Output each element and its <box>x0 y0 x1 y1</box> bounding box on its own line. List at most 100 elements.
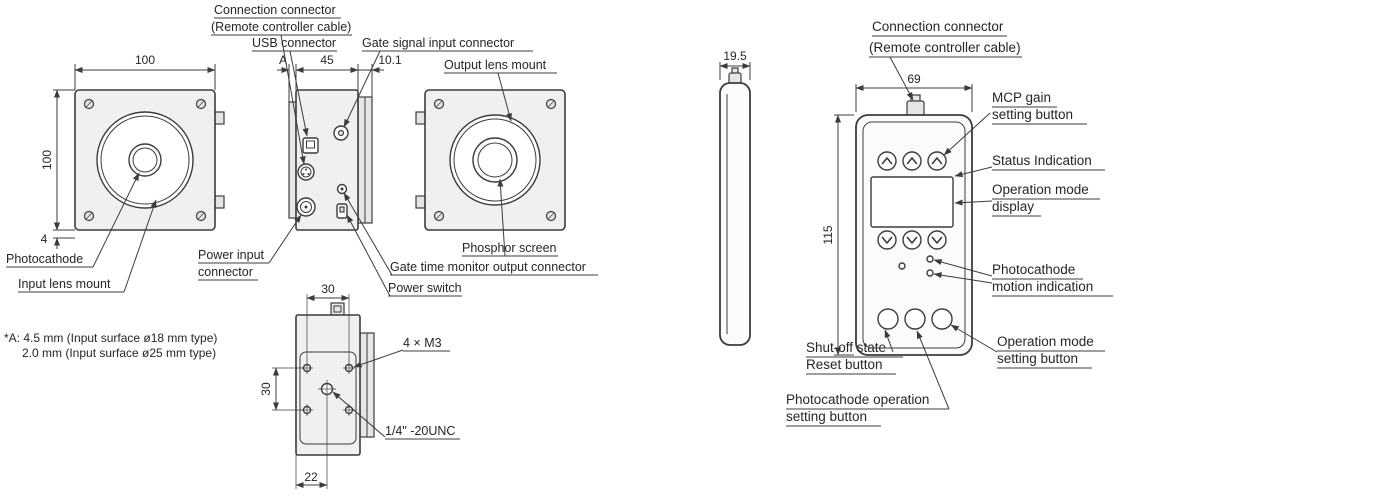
bottom-dim-22-text: 22 <box>304 470 318 484</box>
output-lens-mount-text: Output lens mount <box>444 58 547 72</box>
bottom-view: 30 30 22 4 × M3 1/4" -20UNC <box>259 282 460 489</box>
power-input-text-2: connector <box>198 265 253 279</box>
op-mode-display-text-2: display <box>992 199 1034 214</box>
label-m3-holes: 4 × M3 <box>353 336 450 368</box>
status-indication-text: Status Indication <box>992 153 1092 168</box>
gain-down-buttons <box>877 230 947 250</box>
pc-operation-text-2: setting button <box>786 409 867 424</box>
front-dim-width-text: 100 <box>135 53 155 67</box>
label-operation-mode-display: Operation mode display <box>954 182 1100 217</box>
output-lens-mount-ring <box>449 114 541 206</box>
mcp-gain-text-1: MCP gain <box>992 90 1051 105</box>
front-corner-screws <box>83 98 207 222</box>
input-lens-mount-ring <box>96 111 194 209</box>
power-input-text-1: Power input <box>198 248 265 262</box>
bottom-dim-30v-text: 30 <box>259 382 273 396</box>
remote-face-plate <box>862 121 966 349</box>
bottom-dim-22: 22 <box>295 398 328 489</box>
label-photocathode-operation: Photocathode operation setting button <box>786 330 950 427</box>
power-switch-shape <box>336 203 348 219</box>
bottom-dim-30v: 30 <box>259 367 303 411</box>
front-dim-height: 100 <box>40 89 75 231</box>
m3-holes <box>301 362 355 416</box>
remote-display <box>870 176 954 228</box>
remote-connection-connector-shape <box>297 163 315 181</box>
pc-operation-text-1: Photocathode operation <box>786 392 929 407</box>
op-mode-setting-text-2: setting button <box>997 351 1078 366</box>
usb-connector-text: USB connector <box>252 36 336 50</box>
side-dim-101-text: 10.1 <box>378 53 402 67</box>
phosphor-screen-text: Phosphor screen <box>462 241 557 255</box>
shutoff-text-1: Shut-off state <box>806 340 886 355</box>
side-dim-a-text: A <box>279 53 287 67</box>
back-side-tabs <box>415 111 426 209</box>
label-gate-monitor: Gate time monitor output connector <box>343 192 598 276</box>
footnote-a: *A: 4.5 mm (Input surface ø18 mm type) 2… <box>4 331 217 360</box>
remote-connection-text-1: Connection connector <box>872 19 1004 34</box>
front-view: 100 100 4 <box>6 53 225 293</box>
remote-side-view: 19.5 <box>719 49 751 346</box>
side-dims: A 45 10.1 <box>277 53 402 102</box>
front-dim-width: 100 <box>74 53 216 90</box>
gate-monitor-connector-shape <box>336 183 348 195</box>
unc-text: 1/4" -20UNC <box>385 424 455 438</box>
front-side-tabs <box>214 111 225 209</box>
side-dim-45-text: 45 <box>320 53 334 67</box>
gain-up-buttons <box>877 151 947 171</box>
label-usb-connector: USB connector <box>252 36 337 137</box>
shutoff-text-2: Reset button <box>806 357 883 372</box>
remote-side-dim-depth: 19.5 <box>719 49 751 80</box>
note-a-line1: *A: 4.5 mm (Input surface ø18 mm type) <box>4 331 217 345</box>
remote-dim-width-text: 69 <box>907 72 921 86</box>
op-mode-display-text-1: Operation mode <box>992 182 1089 197</box>
power-input-connector-shape <box>296 197 316 217</box>
center-mount-hole <box>318 380 336 398</box>
label-gate-signal-input: Gate signal input connector <box>343 36 533 128</box>
input-lens-mount-text: Input lens mount <box>18 277 111 291</box>
gate-monitor-text: Gate time monitor output connector <box>390 260 586 274</box>
back-view: Output lens mount Phosphor screen <box>415 58 566 257</box>
side-body <box>295 89 359 231</box>
photocathode-text: Photocathode <box>6 252 83 266</box>
label-mcp-gain: MCP gain setting button <box>943 90 1087 156</box>
remote-side-body <box>719 82 751 346</box>
indicator-leds <box>898 255 934 277</box>
label-photocathode: Photocathode <box>6 172 140 268</box>
label-input-lens-mount: Input lens mount <box>18 199 157 293</box>
bottom-dim-30h-text: 30 <box>321 282 335 296</box>
connection-connector-text-2: (Remote controller cable) <box>211 20 351 34</box>
op-mode-setting-text-1: Operation mode <box>997 334 1094 349</box>
m3-text: 4 × M3 <box>403 336 442 350</box>
back-corner-screws <box>433 98 557 222</box>
front-dim-offset-text: 4 <box>41 232 48 246</box>
remote-connection-text-2: (Remote controller cable) <box>869 40 1021 55</box>
pc-motion-text-2: motion indication <box>992 279 1093 294</box>
pc-motion-text-1: Photocathode <box>992 262 1075 277</box>
side-input-flange <box>288 101 297 219</box>
label-power-switch: Power switch <box>346 214 462 297</box>
remote-connector-stub <box>906 94 925 117</box>
connection-connector-text-1: Connection connector <box>214 3 336 17</box>
label-operation-mode-setting: Operation mode setting button <box>950 324 1105 369</box>
usb-connector-shape <box>302 137 319 154</box>
label-status-indication: Status Indication <box>954 153 1105 178</box>
gate-signal-connector-shape <box>333 125 349 141</box>
label-remote-connection: Connection connector (Remote controller … <box>869 19 1022 101</box>
note-a-line2: 2.0 mm (Input surface ø25 mm type) <box>22 346 216 360</box>
label-power-input: Power input connector <box>198 214 302 281</box>
label-connection-connector: Connection connector (Remote controller … <box>211 3 352 165</box>
bottom-dim-30h: 30 <box>306 282 350 362</box>
label-shutoff-reset: Shut-off state Reset button <box>806 329 903 375</box>
gate-signal-text: Gate signal input connector <box>362 36 514 50</box>
remote-dim-width: 69 <box>855 72 973 112</box>
label-unc-thread: 1/4" -20UNC <box>332 391 460 440</box>
bottom-connector-stub <box>330 302 345 316</box>
label-photocathode-motion: Photocathode motion indication <box>933 259 1113 297</box>
power-switch-text: Power switch <box>388 281 462 295</box>
remote-bottom-buttons <box>877 308 953 330</box>
remote-dim-height-text: 115 <box>821 225 835 244</box>
remote-dim-height: 115 <box>821 114 854 356</box>
remote-front-view: 69 115 <box>786 19 1113 427</box>
